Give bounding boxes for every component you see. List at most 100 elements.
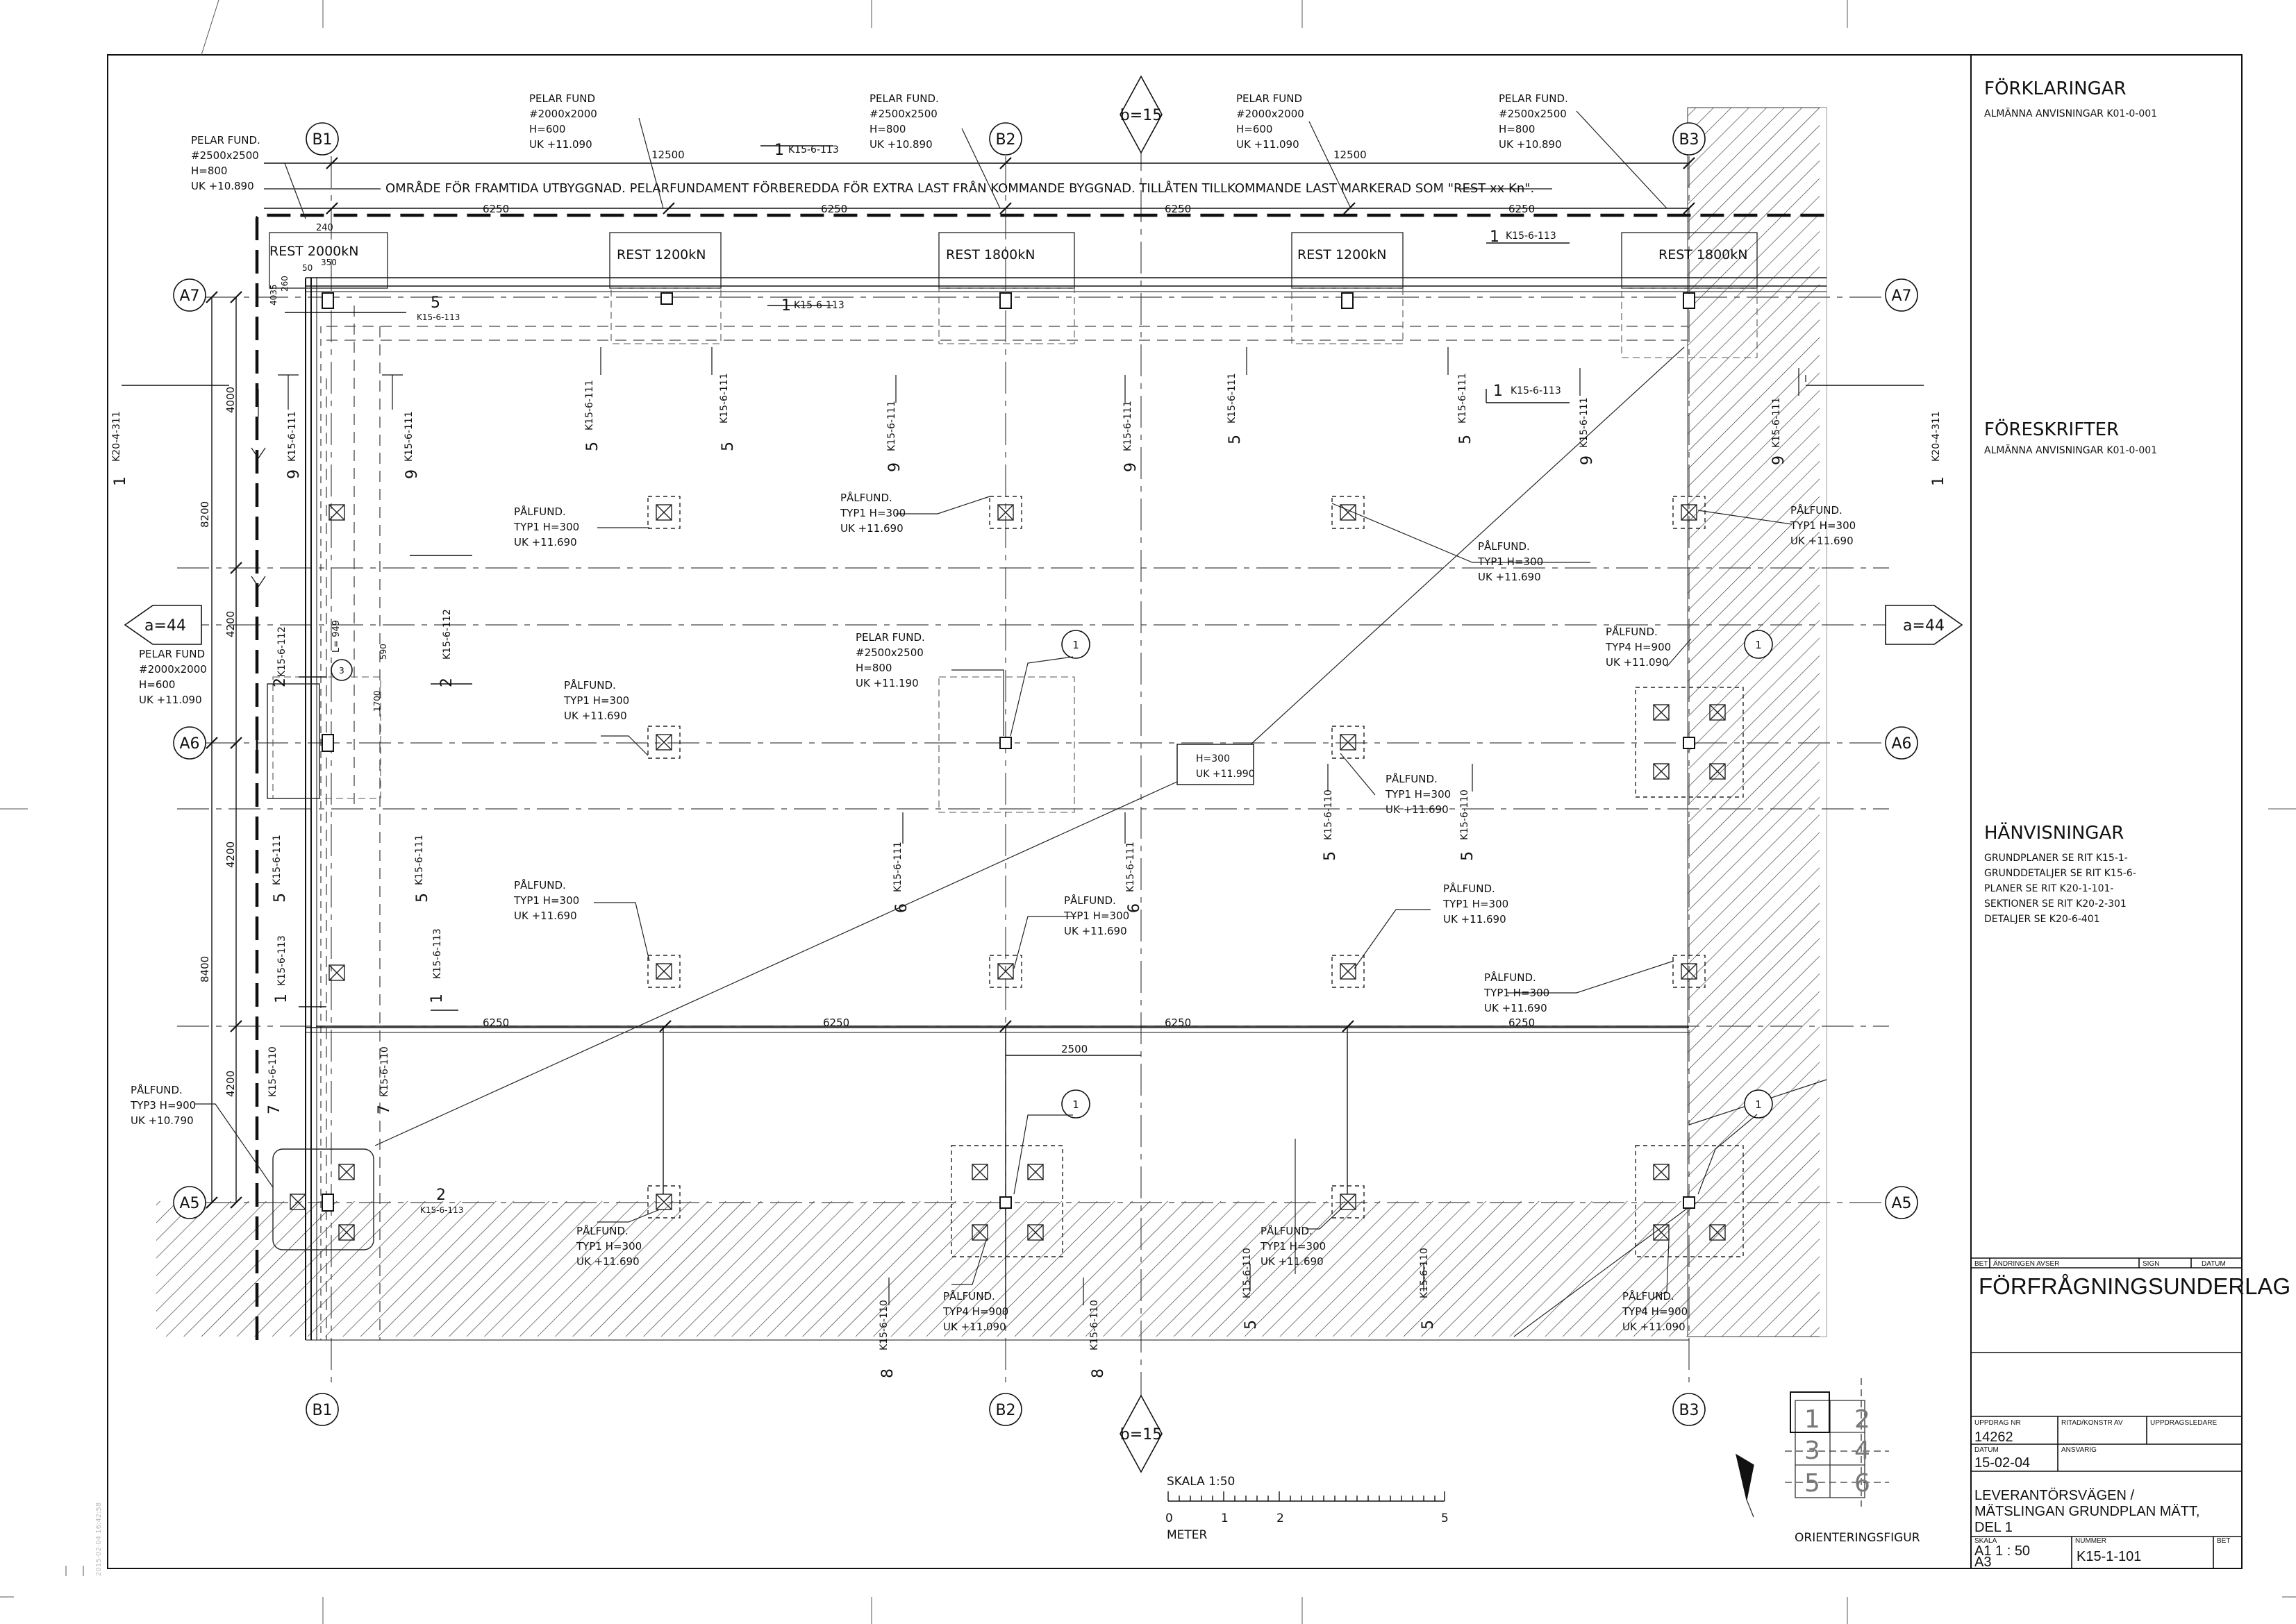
dim-6250: 6250 [1165,1016,1191,1029]
svg-text:TYP4 H=900: TYP4 H=900 [1622,1305,1688,1318]
svg-text:SEKTIONER SE RIT K20-2-301: SEKTIONER SE RIT K20-2-301 [1984,898,2127,910]
svg-text:2: 2 [436,1187,446,1204]
svg-text:TYP4 H=900: TYP4 H=900 [942,1305,1008,1318]
pelar-fund-label: #2500x2500 [191,149,259,162]
drawing-title: MÄTSLINGAN GRUNDPLAN MÄTT, [1974,1504,2199,1519]
svg-text:TYP1 H=300: TYP1 H=300 [1385,788,1451,801]
svg-text:PÅLFUND.: PÅLFUND. [514,878,566,891]
svg-text:TYP1 H=300: TYP1 H=300 [1442,898,1508,910]
ref-k113: K15-6-113 [794,300,845,311]
detail-marker-labels: 11 11 3 [339,639,1762,1111]
drawing-date: 15-02-04 [1974,1455,2030,1471]
svg-text:PÅLFUND.: PÅLFUND. [840,491,892,504]
svg-text:5: 5 [1804,1469,1820,1498]
ref-k110: K15-6-110 [267,1046,278,1097]
svg-text:PÅLFUND.: PÅLFUND. [1064,894,1116,907]
pelar-fund-label: UK +11.090 [529,138,592,151]
future-expansion-note: OMRÅDE FÖR FRAMTIDA UTBYGGNAD. PELARFUND… [385,181,1534,196]
svg-text:1: 1 [1755,1098,1762,1111]
svg-text:3: 3 [339,666,344,676]
svg-text:A3: A3 [1974,1555,1991,1570]
orientation-cells: 1 2 3 4 5 6 [1804,1405,1870,1498]
svg-text:5: 5 [1459,851,1476,861]
dim-8200: 8200 [199,501,211,528]
pelar-fund-label: PELAR FUND. [191,134,260,147]
svg-text:1: 1 [1072,639,1079,651]
dim-l: L= 949 [331,620,342,653]
svg-text:TYP1 H=300: TYP1 H=300 [1483,987,1549,999]
svg-text:PÅLFUND.: PÅLFUND. [1261,1224,1313,1237]
dim-8400: 8400 [199,956,211,982]
pelar-fund-label: #2000x2000 [139,663,207,676]
svg-text:TYP1 H=300: TYP1 H=300 [1790,519,1856,532]
svg-text:GRUNDPLANER SE RIT K15-1-: GRUNDPLANER SE RIT K15-1- [1984,853,2128,864]
grid-label-a6: A6 [1891,735,1911,753]
pelar-fund-label: PELAR FUND. [856,631,925,644]
orientation-figure [1736,1378,1889,1518]
grid-label-b1: B1 [312,1402,332,1419]
heading-hanvisningar: HÄNVISNINGAR [1984,821,2124,844]
svg-text:UPPDRAG NR: UPPDRAG NR [1974,1419,2021,1427]
pelar-fund-label: UK +10.890 [1499,138,1562,151]
svg-text:SIGN: SIGN [2143,1260,2159,1268]
pelar-fund-label: UK +11.190 [856,677,919,689]
dim-4200: 4200 [224,1071,237,1097]
svg-text:SKALA: SKALA [1974,1537,1997,1545]
svg-text:UK +11.090: UK +11.090 [1622,1321,1686,1333]
ref-k113: K15-6-113 [420,1205,463,1215]
ref-k111: K15-6-111 [1579,397,1590,448]
dim-6250: 6250 [1508,1016,1535,1029]
svg-text:RITAD/KONSTR AV: RITAD/KONSTR AV [2061,1419,2123,1427]
svg-text:UK +11.690: UK +11.690 [1064,925,1127,937]
grid-label-b2: B2 [995,1402,1015,1419]
grid-bubbles [124,75,1963,1473]
svg-text:PÅLFUND.: PÅLFUND. [1443,882,1495,895]
ref-k111: K15-6-111 [1125,842,1136,892]
svg-text:TYP4 H=900: TYP4 H=900 [1605,641,1671,653]
dim-240: 240 [316,223,333,233]
pelar-fund-label: #2000x2000 [529,108,597,120]
section-arrows [251,347,1806,1305]
svg-text:UK +11.690: UK +11.690 [1478,571,1541,583]
ref-k113: K15-6-113 [1506,231,1556,242]
building-outline [255,213,1833,1341]
title-block [1971,1257,2242,1568]
ref-k112: K15-6-112 [442,609,453,660]
dim-6250: 6250 [1508,203,1535,215]
svg-text:1: 1 [781,297,791,315]
svg-text:4: 4 [1854,1437,1870,1465]
ref-k111: K15-6-111 [404,411,415,462]
svg-text:TYP1 H=300: TYP1 H=300 [576,1240,642,1253]
pelar-fund-label: #2500x2500 [856,646,924,659]
svg-text:2: 2 [1276,1512,1284,1525]
svg-text:1: 1 [1755,639,1762,651]
svg-text:PÅLFUND.: PÅLFUND. [1386,772,1438,785]
pelar-fund-label: H=800 [191,165,227,177]
svg-text:1: 1 [1221,1512,1229,1525]
ref-k111: K15-6-111 [1457,373,1468,424]
rest-label: REST 2000kN [269,244,358,259]
svg-text:PÅLFUND.: PÅLFUND. [943,1289,995,1303]
svg-text:8: 8 [1090,1368,1107,1378]
svg-text:1: 1 [1804,1405,1820,1434]
svg-text:PÅLFUND.: PÅLFUND. [564,678,616,692]
svg-text:DATUM: DATUM [2202,1260,2226,1268]
h300-box [1176,744,1254,785]
svg-text:TYP1 H=300: TYP1 H=300 [513,521,579,533]
pelar-fund-label: #2500x2500 [870,108,938,120]
diamond-label: a=44 [144,617,186,635]
pal-fund-labels: PÅLFUND. TYP1 H=300 UK +11.690 PÅLFUND. TYP… [130,491,1856,1333]
svg-text:UK +11.690: UK +11.690 [576,1255,640,1268]
ref-k110: K15-6-110 [1242,1248,1253,1298]
svg-text:BET: BET [2217,1537,2230,1545]
pelar-fund-label: PELAR FUND. [1499,92,1568,105]
dim-12500: 12500 [651,149,685,161]
pelar-fund-label: PELAR FUND. [870,92,939,105]
ref-k111: K15-6-111 [1771,397,1782,448]
ref-k311: K20-4-311 [1931,411,1942,462]
rest-label: REST 1200kN [1297,247,1386,262]
diamond-label: a=44 [1903,617,1945,635]
grid-label-b2: B2 [995,131,1015,149]
diamond-label: b=15 [1120,1426,1162,1443]
